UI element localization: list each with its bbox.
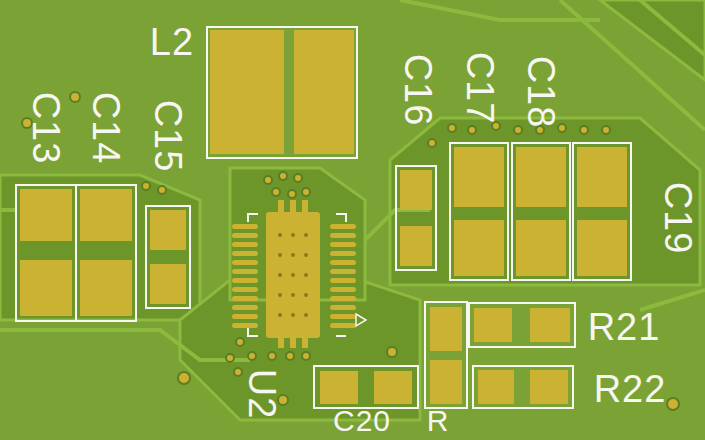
- part-label: C16: [399, 54, 437, 127]
- part-label: C20: [333, 406, 391, 436]
- part-label: R: [427, 406, 450, 436]
- part-label: C15: [149, 100, 187, 173]
- part-label: R21: [588, 308, 661, 346]
- copper-zone: [0, 0, 705, 420]
- part-label: C17: [461, 52, 499, 125]
- via: [22, 92, 679, 410]
- ic-footprint: [232, 200, 366, 348]
- capacitor-pads: [20, 147, 627, 316]
- silkscreen-outline: [16, 143, 631, 408]
- part-label: L2: [150, 23, 194, 61]
- inductor-footprint: [207, 27, 357, 158]
- part-label: R22: [594, 370, 667, 408]
- part-label: U2: [243, 369, 281, 420]
- part-label: C18: [522, 56, 560, 129]
- part-label: C14: [87, 92, 125, 165]
- part-label: C13: [27, 92, 65, 165]
- resistor-pads: [320, 307, 570, 404]
- part-label: C19: [659, 182, 697, 255]
- trace: [0, 0, 705, 360]
